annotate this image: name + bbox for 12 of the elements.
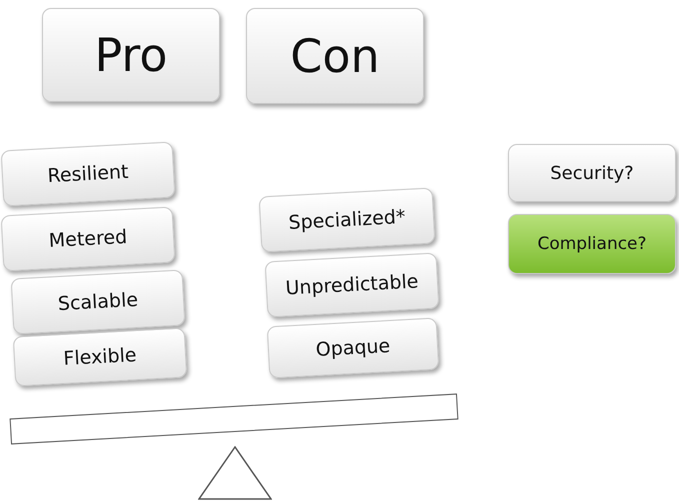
label-card: Flexible: [12, 328, 188, 386]
label-card: Scalable: [10, 270, 186, 334]
label-card: Opaque: [266, 318, 440, 378]
heading-card: Pro: [42, 8, 220, 102]
label-card: Metered: [0, 206, 176, 272]
label-card: Specialized*: [258, 187, 436, 253]
heading-card: Con: [246, 8, 424, 104]
fulcrum-triangle: [198, 446, 272, 500]
label-card: Unpredictable: [264, 252, 440, 318]
label-card: Security?: [508, 144, 676, 202]
label-card: Compliance?: [508, 214, 676, 274]
label-card: Resilient: [0, 142, 176, 206]
